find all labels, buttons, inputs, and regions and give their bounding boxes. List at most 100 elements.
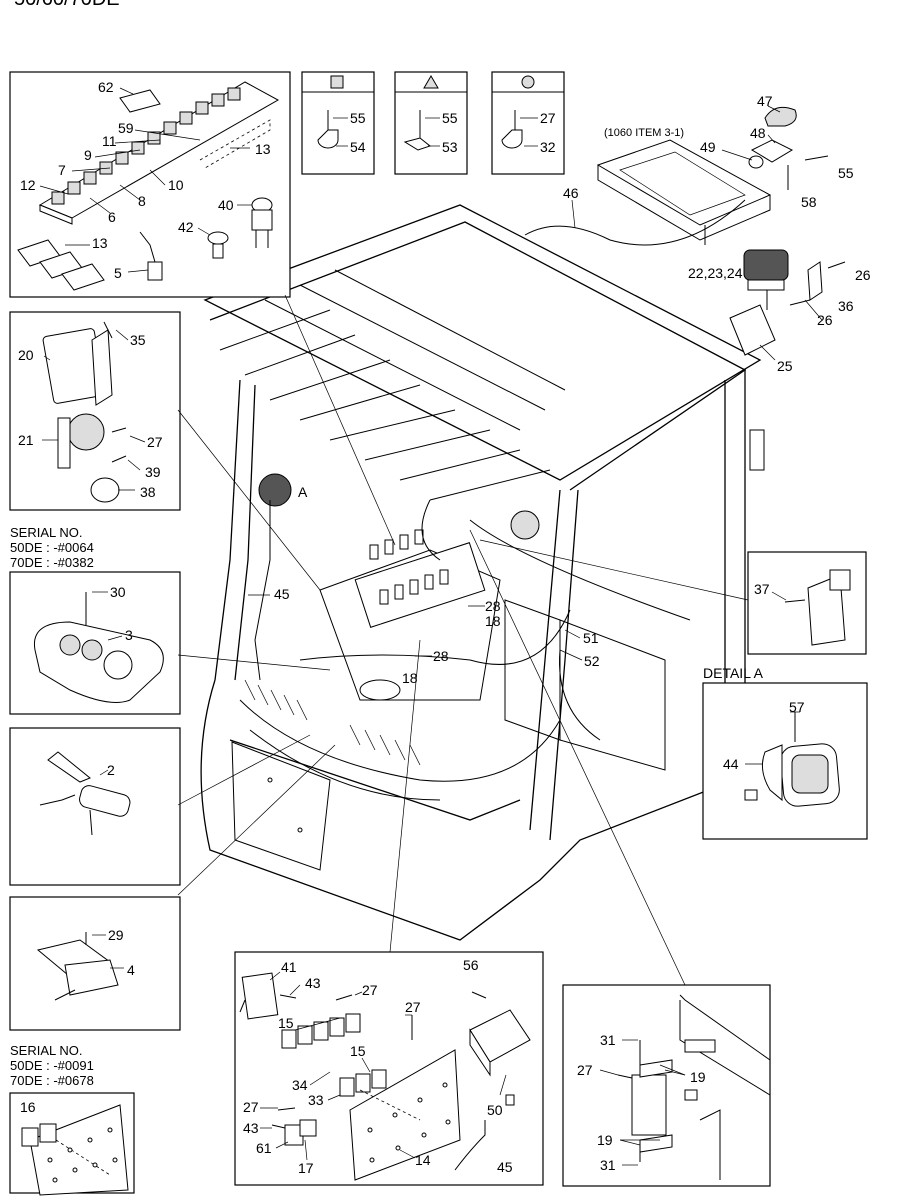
dash-relay-block — [354, 529, 486, 628]
callout-33: 33 — [308, 1092, 324, 1108]
relay-16-box: 16 — [9, 1092, 135, 1196]
callout-39: 39 — [145, 464, 161, 480]
cab-frame: A — [200, 204, 765, 941]
serial-note-2-line3: 70DE : -#0678 — [10, 1073, 94, 1088]
callout-4: 4 — [127, 962, 135, 978]
callout-55c: 55 — [838, 165, 854, 181]
callout-35: 35 — [130, 332, 146, 348]
callout-58: 58 — [801, 194, 817, 210]
callout-55a: 55 — [350, 110, 366, 126]
callout-43b: 43 — [243, 1120, 259, 1136]
combination-switch-box: 2 — [9, 727, 311, 886]
vent-grille — [244, 679, 421, 766]
serial-note-2-line1: SERIAL NO. — [10, 1043, 82, 1058]
callout-36: 36 — [838, 298, 854, 314]
serial-note-1-line1: SERIAL NO. — [10, 525, 82, 540]
callout-44: 44 — [723, 756, 739, 772]
callout-49: 49 — [700, 139, 716, 155]
callout-51: 51 — [583, 630, 599, 646]
callout-40: 40 — [218, 197, 234, 213]
ref-1060: (1060 ITEM 3-1) — [604, 127, 684, 139]
callout-19a: 19 — [690, 1069, 706, 1085]
callout-14: 14 — [415, 1152, 431, 1168]
callout-13b: 13 — [92, 235, 108, 251]
detail-a-title: DETAIL A — [703, 665, 764, 681]
module-19-box: 31 27 19 19 31 — [469, 529, 771, 1187]
callout-15a: 15 — [278, 1015, 294, 1031]
clip-box-3: 27 32 — [491, 71, 565, 175]
switch-panel-box: 62 11 59 13 9 7 10 12 8 6 40 42 13 5 — [9, 71, 396, 546]
callout-29: 29 — [108, 927, 124, 943]
callout-54: 54 — [350, 139, 366, 155]
callout-17: 17 — [298, 1160, 314, 1176]
callout-47: 47 — [757, 93, 773, 109]
callout-43a: 43 — [305, 975, 321, 991]
callout-55b: 55 — [442, 110, 458, 126]
callout-34: 34 — [292, 1077, 308, 1093]
callout-61: 61 — [256, 1140, 272, 1156]
callout-22-23-24: 22,23,24 — [688, 265, 743, 281]
callout-5: 5 — [114, 265, 122, 281]
callout-52: 52 — [584, 653, 600, 669]
gauge-cluster-box: 30 3 — [9, 571, 331, 715]
callout-42: 42 — [178, 219, 194, 235]
main-callouts: 45 28 18 28 18 51 52 — [248, 586, 600, 686]
callout-18a: 18 — [485, 613, 501, 629]
detail-a-marker — [258, 473, 292, 507]
callout-48: 48 — [750, 125, 766, 141]
serial-note-1-line2: 50DE : -#0064 — [10, 540, 94, 555]
callout-38: 38 — [140, 484, 156, 500]
callout-6: 6 — [108, 209, 116, 225]
speaker-grille — [510, 510, 540, 540]
callout-18b: 18 — [402, 670, 418, 686]
callout-26b: 26 — [817, 312, 833, 328]
callout-21: 21 — [18, 432, 34, 448]
callout-2: 2 — [107, 762, 115, 778]
callout-50: 50 — [487, 1102, 503, 1118]
callout-56: 56 — [463, 957, 479, 973]
callout-27c: 27 — [362, 982, 378, 998]
callout-8: 8 — [138, 193, 146, 209]
callout-13: 13 — [255, 141, 271, 157]
callout-20: 20 — [18, 347, 34, 363]
pedal-box: 29 4 — [9, 744, 336, 1031]
callout-28b: 28 — [433, 648, 449, 664]
beacon-assembly: (1060 ITEM 3-1) 47 — [524, 93, 871, 374]
callout-32: 32 — [540, 139, 556, 155]
callout-59: 59 — [118, 120, 134, 136]
callout-53: 53 — [442, 139, 458, 155]
part-37-box: 37 — [479, 539, 867, 655]
callout-3: 3 — [125, 627, 133, 643]
callout-62: 62 — [98, 79, 114, 95]
callout-27b: 27 — [147, 434, 163, 450]
callout-9: 9 — [84, 147, 92, 163]
callout-7: 7 — [58, 162, 66, 178]
clip-box-1: 55 54 — [301, 71, 375, 175]
clip-box-2: 55 53 — [394, 71, 468, 175]
callout-15b: 15 — [350, 1043, 366, 1059]
detail-a-box: 57 44 — [702, 682, 868, 840]
callout-27e: 27 — [243, 1099, 259, 1115]
callout-31b: 31 — [600, 1157, 616, 1173]
relay-panel-box: 41 43 27 15 56 27 15 34 33 50 27 43 61 1… — [234, 639, 544, 1186]
callout-28a: 28 — [485, 598, 501, 614]
detail-a-label: A — [298, 484, 308, 500]
callout-12: 12 — [20, 177, 36, 193]
callout-16: 16 — [20, 1099, 36, 1115]
callout-26a: 26 — [855, 267, 871, 283]
serial-note-2-line2: 50DE : -#0091 — [10, 1058, 94, 1073]
callout-57: 57 — [789, 699, 805, 715]
serial-note-1-line3: 70DE : -#0382 — [10, 555, 94, 570]
callout-25: 25 — [777, 358, 793, 374]
callout-45b: 45 — [497, 1159, 513, 1175]
page-title: 50/60/70DE — [14, 0, 120, 11]
callout-46: 46 — [563, 185, 579, 201]
callout-27f: 27 — [577, 1062, 593, 1078]
horn-box: 35 20 21 27 39 38 — [9, 311, 321, 591]
callout-37: 37 — [754, 581, 770, 597]
callout-30: 30 — [110, 584, 126, 600]
callout-27a: 27 — [540, 110, 556, 126]
callout-31a: 31 — [600, 1032, 616, 1048]
callout-11: 11 — [102, 133, 117, 149]
